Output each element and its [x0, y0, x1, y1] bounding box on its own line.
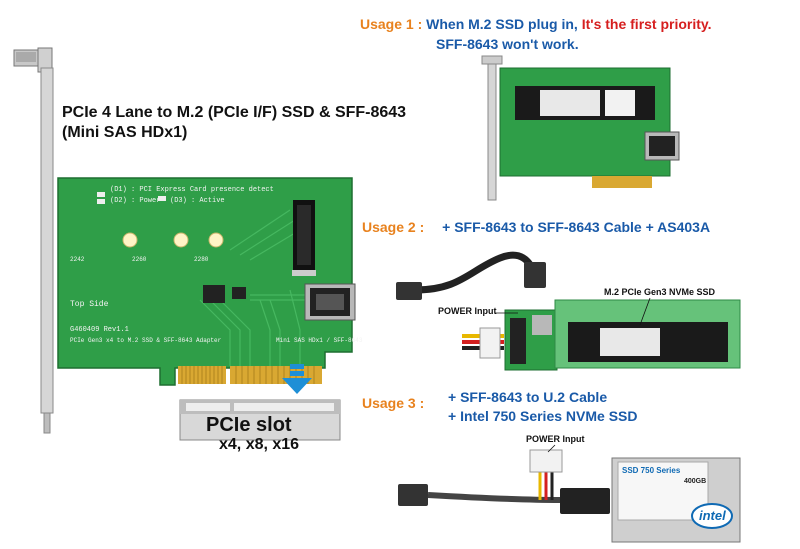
adapter-pcb [57, 177, 356, 386]
usage1-priority: It's the first priority. [581, 16, 712, 32]
top-side-label: Top Side [70, 300, 109, 309]
led1-label: (D1) : PCI Express Card presence detect [110, 186, 274, 194]
ssd-series-label: SSD 750 Series [622, 466, 681, 475]
desc-label: PCIe Gen3 x4 to M.2 SSD & SFF-8643 Adapt… [70, 337, 222, 344]
m2-size-2242: 2242 [70, 256, 85, 263]
usage3-power-label: POWER Input [526, 434, 585, 444]
usage2-label: Usage 2 : [362, 219, 425, 235]
pcie-slot-sub: x4, x8, x16 [219, 436, 300, 453]
title-line-2: (Mini SAS HDx1) [62, 124, 188, 141]
usage3-illustration [398, 444, 741, 543]
usage2-power-label: POWER Input [438, 306, 497, 316]
ssd-capacity-label: 400GB [684, 478, 707, 485]
pcie-slot [179, 399, 341, 441]
usage1-text-a: When M.2 SSD plug in, [426, 16, 578, 32]
pcie-slot-title: PCIe slot [206, 414, 292, 436]
insert-arrow-icon [282, 364, 312, 394]
usage1-text-b: SFF-8643 won't work. [436, 36, 579, 52]
usage3-line1: + SFF-8643 to U.2 Cable [448, 389, 608, 405]
usage3-line2: + Intel 750 Series NVMe SSD [448, 408, 638, 424]
m2-size-2260: 2260 [132, 256, 147, 263]
usage3-label: Usage 3 : [362, 395, 425, 411]
intel-logo: intel [699, 508, 726, 523]
sas-label: Mini SAS HDx1 / SFF-8643 [276, 337, 363, 344]
led3-label: (D3) : Active [170, 197, 225, 205]
title-line-1: PCIe 4 Lane to M.2 (PCIe I/F) SSD & SFF-… [62, 104, 407, 121]
led2-label: (D2) : Power [110, 197, 161, 205]
usage2-block: Usage 2 : + SFF-8643 to SFF-8643 Cable +… [362, 218, 710, 237]
usage2-ssd-label: M.2 PCIe Gen3 NVMe SSD [604, 287, 716, 297]
usage1-block: Usage 1 : When M.2 SSD plug in, It's the… [360, 15, 712, 34]
usage2-illustration [396, 251, 741, 371]
usage2-text: + SFF-8643 to SFF-8643 Cable + AS403A [442, 219, 711, 235]
model-label: G460409 Rev1.1 [70, 326, 129, 334]
m2-size-2280: 2280 [194, 256, 209, 263]
usage1-label: Usage 1 : [360, 16, 423, 32]
usage1-board [481, 55, 680, 201]
page-title: PCIe 4 Lane to M.2 (PCIe I/F) SSD & SFF-… [62, 103, 406, 143]
